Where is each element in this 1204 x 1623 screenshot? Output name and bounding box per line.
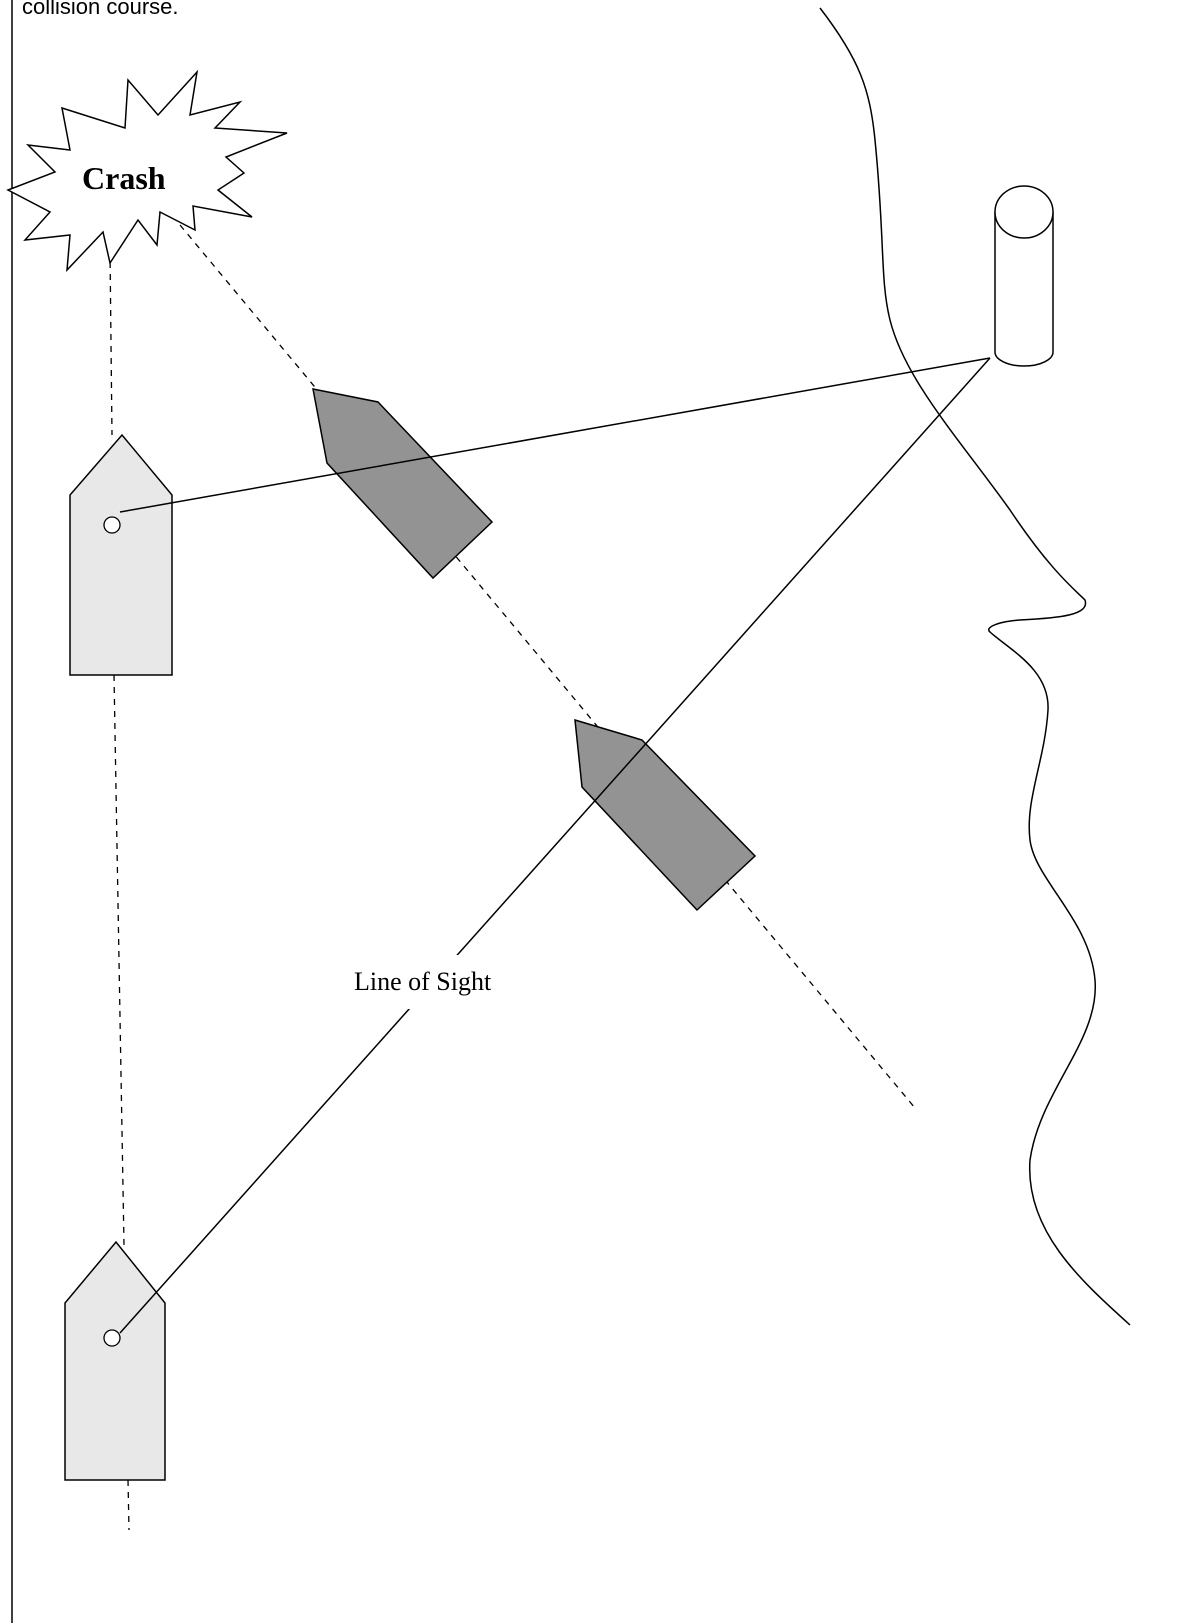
- crash-starburst-icon: Crash: [6, 69, 288, 273]
- line-of-sight-label-bg: [350, 955, 525, 1009]
- other-boat-lower: [574, 718, 757, 912]
- own-boat-lower: [64, 1240, 166, 1481]
- line-of-sight-label: Line of Sight: [354, 967, 492, 996]
- sight-line-lower: [119, 357, 991, 1334]
- sight-line-upper: [119, 357, 991, 513]
- crash-label: Crash: [82, 160, 166, 196]
- caption-text: collision course.: [22, 0, 179, 19]
- other-course-line: [179, 224, 916, 1109]
- own-boat-lower-helm-icon: [103, 1329, 121, 1347]
- other-boat-upper: [312, 388, 494, 580]
- own-course-line-bottom: [127, 1479, 130, 1531]
- lighthouse-icon: [994, 185, 1054, 367]
- own-boat-upper-helm-icon: [103, 516, 121, 534]
- own-course-line-top: [109, 249, 113, 436]
- own-boat-upper: [69, 433, 173, 676]
- own-course-line-middle: [113, 674, 125, 1246]
- coastline: [819, 7, 1131, 1326]
